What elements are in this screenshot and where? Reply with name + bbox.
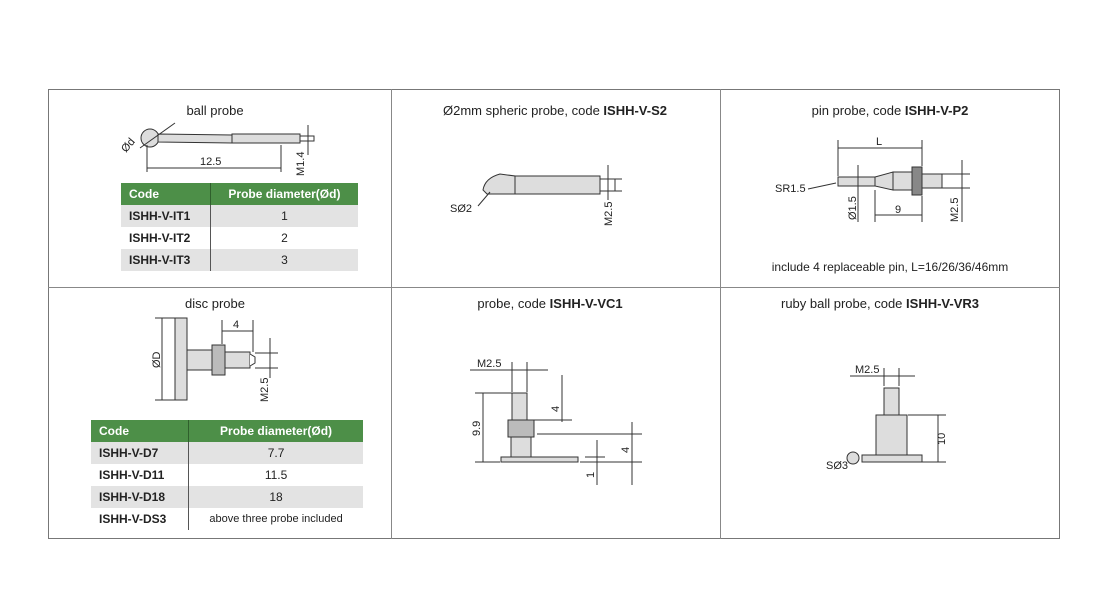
cell-title: ruby ball probe, code ISHH-V-VR3 <box>781 296 979 311</box>
svg-text:M2.5: M2.5 <box>855 364 879 376</box>
svg-text:12.5: 12.5 <box>200 156 221 168</box>
svg-text:4: 4 <box>620 447 632 453</box>
vc1-probe-drawing: M2.5 9.9 4 4 1 <box>470 358 642 485</box>
svg-text:M2.5: M2.5 <box>477 358 501 370</box>
divider <box>720 89 721 539</box>
svg-text:4: 4 <box>233 319 239 331</box>
svg-text:1: 1 <box>585 472 597 478</box>
svg-text:L: L <box>876 136 882 148</box>
svg-text:4: 4 <box>550 406 562 412</box>
disc-probe-drawing: 4 ØD M2.5 <box>151 317 278 402</box>
svg-text:M2.5: M2.5 <box>949 198 961 222</box>
ball-probe-drawing: 12.5 Ød M1.4 <box>119 122 315 176</box>
cell-title: disc probe <box>185 296 245 311</box>
vr3-probe-drawing: M2.5 SØ3 10 <box>826 364 948 472</box>
svg-text:SØ2: SØ2 <box>450 203 472 215</box>
svg-text:Ød: Ød <box>119 136 138 155</box>
svg-text:ØD: ØD <box>151 351 163 368</box>
svg-text:M2.5: M2.5 <box>259 378 271 402</box>
probe-grid <box>48 89 1060 539</box>
divider <box>391 89 392 539</box>
svg-text:M2.5: M2.5 <box>603 202 615 226</box>
pin-probe-drawing: L 9 SR1.5 Ø1.5 M2.5 <box>775 136 970 222</box>
svg-text:Ø1.5: Ø1.5 <box>847 196 859 220</box>
cell-title: probe, code ISHH-V-VC1 <box>477 296 623 311</box>
svg-text:SØ3: SØ3 <box>826 460 848 472</box>
cell-title: Ø2mm spheric probe, code ISHH-V-S2 <box>443 103 667 118</box>
svg-text:9: 9 <box>895 204 901 216</box>
cell-title: ball probe <box>186 103 244 118</box>
divider <box>48 287 1060 288</box>
spheric-probe-drawing: SØ2 M2.5 <box>450 165 622 226</box>
svg-text:M1.4: M1.4 <box>295 152 307 176</box>
svg-text:10: 10 <box>936 433 948 445</box>
svg-text:SR1.5: SR1.5 <box>775 183 806 195</box>
pin-note: include 4 replaceable pin, L=16/26/36/46… <box>771 260 1009 274</box>
svg-text:9.9: 9.9 <box>471 421 483 436</box>
cell-title: pin probe, code ISHH-V-P2 <box>811 103 969 118</box>
